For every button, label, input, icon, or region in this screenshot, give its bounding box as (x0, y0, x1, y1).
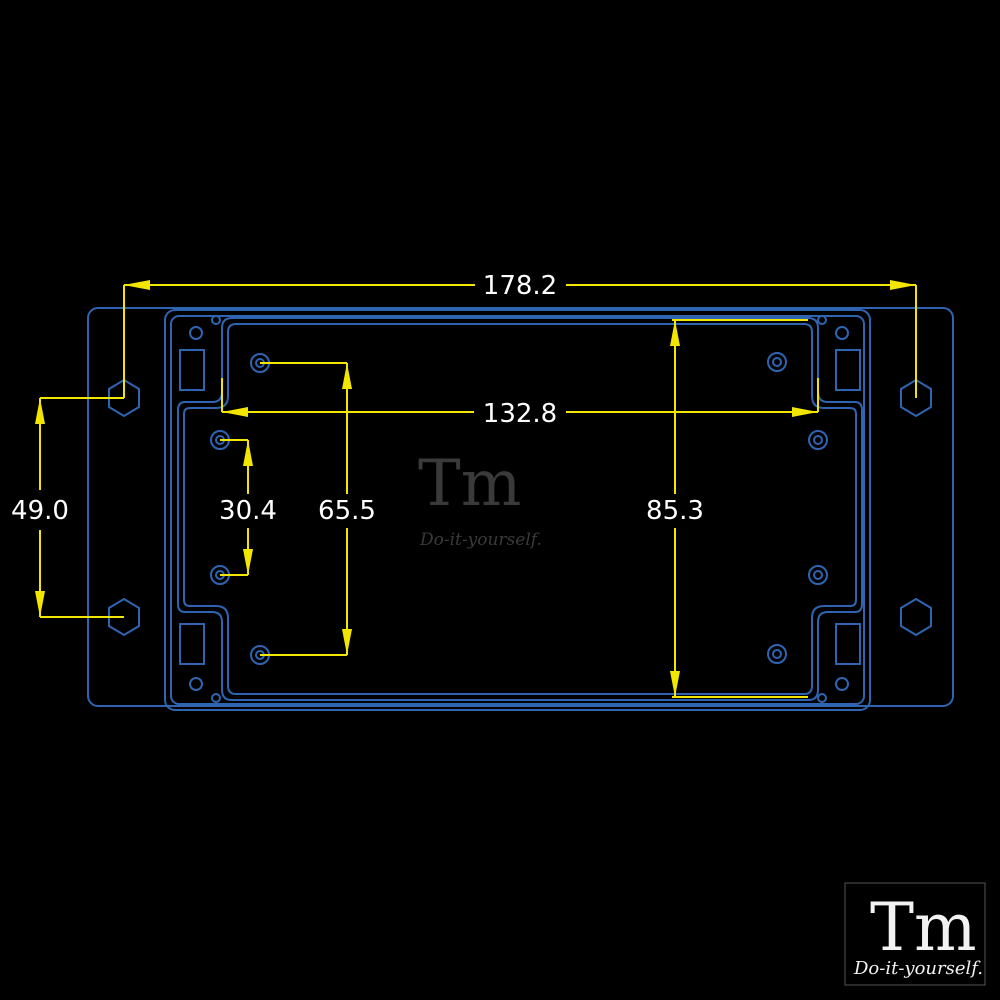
label-inner-width: 132.8 (483, 399, 557, 429)
standoff-hole-core (772, 357, 782, 367)
arrowhead (890, 280, 916, 290)
watermark-mark: Tm (418, 447, 521, 521)
corner-pocket-bottom-left (179, 623, 205, 665)
corner-hole (817, 315, 827, 325)
label-inner-hole-spacing-small: 30.4 (219, 496, 277, 526)
logo-tagline: Do-it-yourself. (853, 958, 983, 979)
arrowhead (670, 320, 680, 346)
dimension-labels: 178.2 132.8 49.0 30.4 65.5 85.3 (11, 271, 704, 526)
arrowhead (342, 363, 352, 389)
corner-pocket-top-right (835, 349, 861, 391)
dimension-lines (39, 284, 917, 698)
arrowhead (342, 629, 352, 655)
corner-hole (835, 326, 849, 340)
corner-hole (211, 693, 221, 703)
brand-logo: Tm Do-it-yourself. (844, 882, 986, 986)
standoff-hole-core (772, 649, 782, 659)
corner-hole (211, 315, 221, 325)
label-inner-height: 85.3 (646, 496, 704, 526)
mounting-flange (87, 307, 954, 707)
standoff-hole (767, 352, 787, 372)
arrowheads (35, 280, 916, 697)
flange-hole-top-right (900, 378, 932, 418)
logo-mark: Tm (870, 889, 977, 966)
standoff-hole (767, 644, 787, 664)
arrowhead (124, 280, 150, 290)
arrowhead (222, 407, 248, 417)
arrowhead (35, 591, 45, 617)
standoff-hole-core (813, 570, 823, 580)
lid-cavity (177, 317, 863, 701)
watermark-tagline: Do-it-yourself. (419, 530, 542, 550)
enclosure-body (164, 309, 871, 711)
corner-hole (189, 326, 203, 340)
arrowhead (670, 671, 680, 697)
corner-pocket-bottom-right (835, 623, 861, 665)
label-inner-hole-spacing-large: 65.5 (318, 496, 376, 526)
corner-hole (817, 693, 827, 703)
flange-hole-top-left (108, 378, 140, 418)
arrowhead (792, 407, 818, 417)
standoff-hole (808, 430, 828, 450)
enclosure-outline (87, 307, 954, 711)
enclosure-body-inner (170, 315, 865, 705)
label-outer-hole-spacing: 49.0 (11, 496, 69, 526)
label-overall-width: 178.2 (483, 271, 557, 301)
flange-hole-bottom-right (900, 597, 932, 637)
center-watermark: Tm Do-it-yourself. (418, 447, 542, 550)
arrowhead (243, 440, 253, 466)
corner-hole (835, 677, 849, 691)
logo-frame (844, 882, 986, 986)
corner-hole (189, 677, 203, 691)
standoff-hole-core (813, 435, 823, 445)
corner-pocket-top-left (179, 349, 205, 391)
lid-cavity-inner (183, 323, 857, 695)
arrowhead (243, 549, 253, 575)
standoff-hole (808, 565, 828, 585)
arrowhead (35, 398, 45, 424)
flange-hole-bottom-left (108, 597, 140, 637)
